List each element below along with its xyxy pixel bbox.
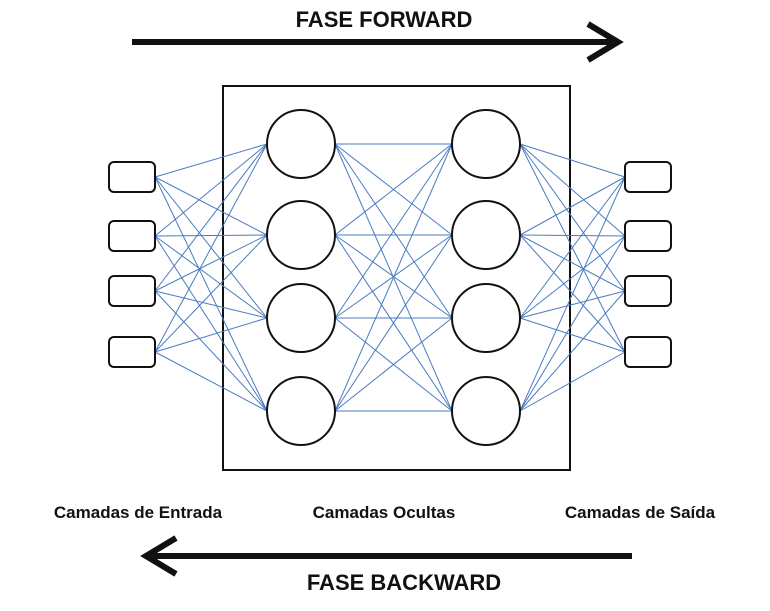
input-node-4: [108, 336, 156, 368]
edge-input-2-hidden1-4: [154, 235, 268, 412]
edge-input-2-hidden1-1: [154, 143, 268, 237]
input-layer-label: Camadas de Entrada: [54, 503, 223, 522]
edge-input-3-hidden1-4: [154, 290, 268, 412]
edge-input-3-hidden1-2: [154, 234, 268, 292]
edge-hidden2-1-output-1: [519, 143, 626, 178]
edge-hidden2-2-output-1: [519, 176, 626, 236]
edge-hidden1-2-hidden2-1: [334, 143, 453, 236]
forward-phase-label: FASE FORWARD: [296, 7, 473, 32]
backward-phase-label: FASE BACKWARD: [307, 570, 501, 595]
edge-hidden2-1-output-2: [519, 143, 626, 237]
edge-input-1-hidden1-2: [154, 176, 268, 236]
hidden2-node-4: [451, 376, 521, 446]
output-layer-label: Camadas de Saída: [565, 503, 716, 522]
edge-hidden2-2-output-2: [519, 234, 626, 237]
edge-hidden2-4-output-3: [519, 290, 626, 412]
edge-input-4-hidden1-3: [154, 317, 268, 353]
nodes: [108, 109, 672, 446]
edge-input-3-hidden1-1: [154, 143, 268, 292]
edge-hidden2-4-output-2: [519, 235, 626, 412]
hidden-layers-box: [222, 85, 571, 471]
hidden2-node-1: [451, 109, 521, 179]
output-node-4: [624, 336, 672, 368]
forward-arrow: [132, 21, 624, 63]
edge-hidden2-4-output-4: [519, 351, 626, 412]
hidden2-node-2: [451, 200, 521, 270]
edge-hidden2-3-output-4: [519, 317, 626, 353]
edge-hidden2-3-output-3: [519, 290, 626, 319]
hidden1-node-3: [266, 283, 336, 353]
hidden-layer-label: Camadas Ocultas: [313, 503, 456, 522]
edge-input-4-hidden1-2: [154, 234, 268, 353]
hidden1-node-4: [266, 376, 336, 446]
edge-hidden2-3-output-1: [519, 176, 626, 319]
edge-input-2-hidden1-3: [154, 235, 268, 319]
edge-input-3-hidden1-3: [154, 290, 268, 319]
output-node-3: [624, 275, 672, 307]
edge-hidden1-3-hidden2-1: [334, 143, 453, 319]
connections: [154, 143, 626, 412]
input-node-3: [108, 275, 156, 307]
edge-hidden2-1-output-3: [519, 143, 626, 292]
input-node-1: [108, 161, 156, 193]
output-node-1: [624, 161, 672, 193]
edge-input-4-hidden1-4: [154, 351, 268, 412]
edge-hidden2-3-output-2: [519, 235, 626, 319]
edge-hidden2-2-output-3: [519, 234, 626, 292]
edge-input-4-hidden1-1: [154, 143, 268, 353]
edge-hidden1-4-hidden2-3: [334, 317, 453, 412]
edge-input-2-hidden1-2: [154, 234, 268, 237]
backward-arrow: [140, 535, 632, 577]
hidden2-node-3: [451, 283, 521, 353]
edge-hidden1-4-hidden2-2: [334, 234, 453, 412]
hidden1-node-1: [266, 109, 336, 179]
edge-input-1-hidden1-1: [154, 143, 268, 178]
output-node-2: [624, 220, 672, 252]
hidden1-node-2: [266, 200, 336, 270]
edge-hidden1-4-hidden2-1: [334, 143, 453, 412]
input-node-2: [108, 220, 156, 252]
edge-hidden2-4-output-1: [519, 176, 626, 412]
